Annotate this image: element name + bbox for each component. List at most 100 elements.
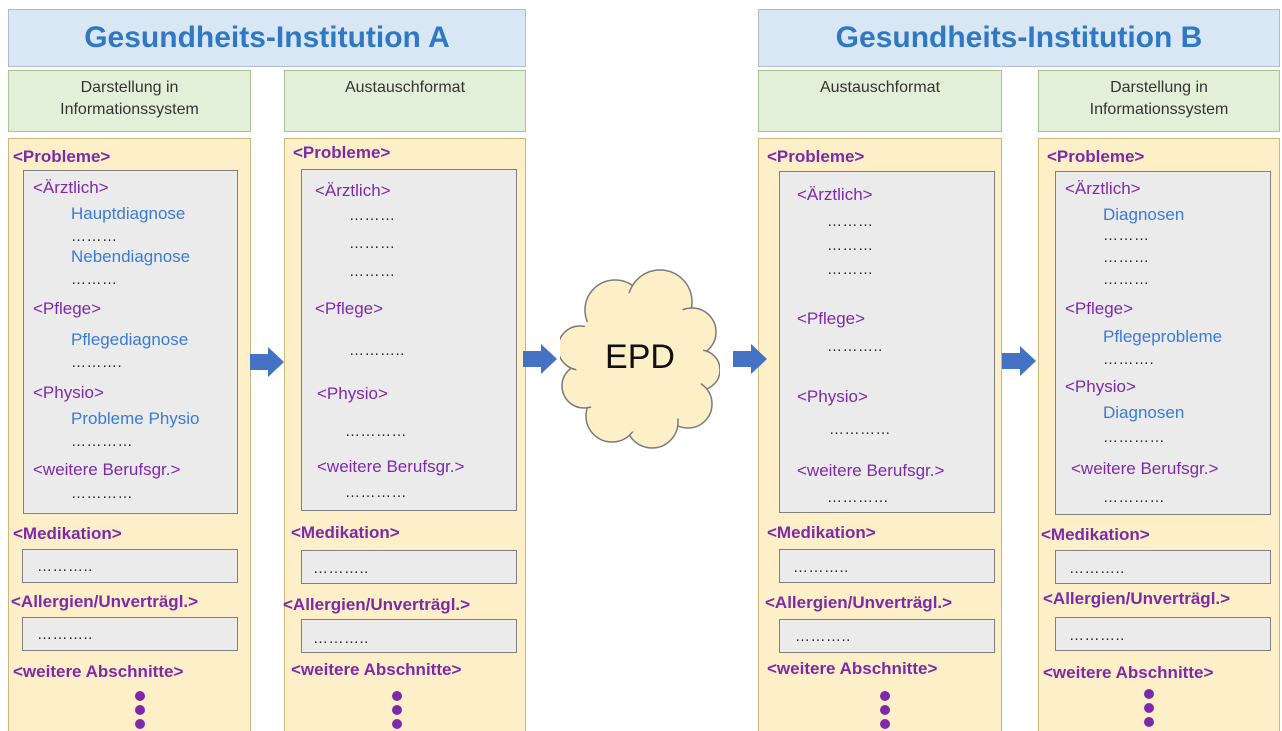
group-aerztlich: <Ärztlich> [797,185,873,204]
placeholder-dots: ……… [349,263,396,280]
section-probleme: <Probleme> [767,147,865,166]
item-pflegediagnose: Pflegediagnose [71,330,189,349]
probleme-box [1055,171,1271,515]
institution-a-title: Gesundheits-Institution A [8,9,526,67]
section-medikation: <Medikation> [767,523,876,542]
allergien-box [22,617,238,651]
column-3-header: Austauschformat [758,70,1002,132]
section-probleme: <Probleme> [1047,147,1145,166]
medikation-value: ……….. [1069,560,1125,577]
section-medikation: <Medikation> [291,523,400,542]
placeholder-dots: ………… [1103,429,1165,446]
arrow-right-icon [1002,346,1036,376]
medikation-box [301,550,517,584]
section-medikation: <Medikation> [1041,525,1150,544]
placeholder-dots: ………… [71,485,133,502]
more-sections-indicator [880,691,890,731]
placeholder-dots: ……… [71,228,118,245]
placeholder-dots: ……… [827,237,874,254]
placeholder-dots: ………… [829,421,891,438]
allergien-box [301,619,517,653]
allergien-value: ……….. [1069,627,1125,644]
probleme-box [301,169,517,511]
medikation-value: ……….. [313,560,369,577]
allergien-box [779,619,995,653]
allergien-value: ……….. [795,628,851,645]
section-allergien: <Allergien/Unverträgl.> [1043,589,1231,608]
placeholder-dots: ……… [827,213,874,230]
placeholder-dots: ……… [349,207,396,224]
group-weitere-berufsgruppen: <weitere Berufsgr.> [317,457,465,476]
section-weitere-abschnitte: <weitere Abschnitte> [767,659,938,678]
column-1-content: <Probleme> <Ärztlich> Hauptdiagnose ……… … [8,138,251,731]
arrow-right-icon [733,344,767,374]
section-probleme: <Probleme> [293,143,391,162]
group-physio: <Physio> [797,387,868,406]
arrow-right-icon [250,347,284,377]
section-weitere-abschnitte: <weitere Abschnitte> [1043,663,1214,682]
allergien-box [1055,617,1271,651]
group-physio: <Physio> [317,384,388,403]
section-medikation: <Medikation> [13,524,122,543]
column-4-content: <Probleme> <Ärztlich> Diagnosen ……… ……… … [1038,138,1280,731]
placeholder-dots: ………… [71,433,133,450]
section-probleme: <Probleme> [13,147,111,166]
group-weitere-berufsgruppen: <weitere Berufsgr.> [1071,459,1219,478]
more-sections-indicator [1144,689,1154,731]
more-sections-indicator [392,691,402,731]
group-pflege: <Pflege> [1065,299,1134,318]
placeholder-dots: ………… [345,423,407,440]
column-2-content: <Probleme> <Ärztlich> ……… ……… ……… <Pfleg… [283,138,526,731]
section-weitere-abschnitte: <weitere Abschnitte> [13,662,184,681]
medikation-value: ……….. [37,558,93,575]
column-1-header: Darstellung in Informationssystem [8,70,251,132]
column-3-content: <Probleme> <Ärztlich> ……… ……… ……… <Pfleg… [758,138,1002,731]
group-pflege: <Pflege> [33,299,102,318]
more-sections-indicator [135,691,145,731]
placeholder-dots: ………. [1103,351,1155,368]
cloud-label: EPD [605,337,675,376]
placeholder-dots: ……… [1103,249,1150,266]
placeholder-dots: ………. [71,354,123,371]
placeholder-dots: ………… [1103,489,1165,506]
placeholder-dots: ……… [71,271,118,288]
group-physio: <Physio> [33,383,104,402]
placeholder-dots: ………… [345,484,407,501]
placeholder-dots: ……… [1103,271,1150,288]
medikation-box [1055,550,1271,584]
placeholder-dots: ……… [827,261,874,278]
group-pflege: <Pflege> [315,299,384,318]
medikation-value: ……….. [793,559,849,576]
medikation-box [779,549,995,583]
placeholder-dots: ……….. [349,342,405,359]
item-probleme-physio: Probleme Physio [71,409,200,428]
arrow-right-icon [523,344,557,374]
probleme-box [779,171,995,513]
group-physio: <Physio> [1065,377,1136,396]
column-2-header: Austauschformat [284,70,526,132]
column-4-header: Darstellung in Informationssystem [1038,70,1280,132]
group-weitere-berufsgruppen: <weitere Berufsgr.> [797,461,945,480]
group-aerztlich: <Ärztlich> [1065,179,1141,198]
group-aerztlich: <Ärztlich> [315,181,391,200]
item-diagnosen: Diagnosen [1103,205,1185,224]
item-hauptdiagnose: Hauptdiagnose [71,204,186,223]
section-allergien: <Allergien/Unverträgl.> [11,592,199,611]
group-aerztlich: <Ärztlich> [33,178,109,197]
placeholder-dots: ……… [349,235,396,252]
section-allergien: <Allergien/Unverträgl.> [765,593,953,612]
institution-b-title: Gesundheits-Institution B [758,9,1280,67]
allergien-value: ……….. [37,626,93,643]
item-pflegeprobleme: Pflegeprobleme [1103,327,1223,346]
item-nebendiagnose: Nebendiagnose [71,247,191,266]
group-pflege: <Pflege> [797,309,866,328]
probleme-box [23,170,238,514]
placeholder-dots: ……….. [827,338,883,355]
placeholder-dots: ……… [1103,227,1150,244]
section-allergien: <Allergien/Unverträgl.> [283,595,471,614]
allergien-value: ……….. [313,630,369,647]
section-weitere-abschnitte: <weitere Abschnitte> [291,660,462,679]
medikation-box [22,549,238,583]
item-diagnosen: Diagnosen [1103,403,1185,422]
cloud-icon [560,269,720,449]
